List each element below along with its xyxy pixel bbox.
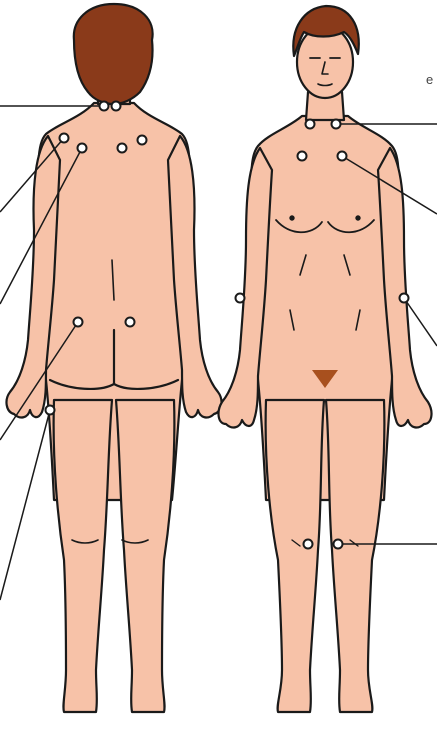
marker-back-gluteal-right (126, 318, 135, 327)
back-right-leg (116, 400, 174, 712)
front-nipple-right (356, 216, 359, 219)
marker-front-neck-left (306, 120, 315, 129)
marker-front-chest-right (338, 152, 347, 161)
leader-back-hip (0, 410, 50, 600)
marker-front-knee-left (304, 540, 313, 549)
back-left-leg (54, 400, 112, 712)
marker-back-shoulder-left-outer (60, 134, 69, 143)
cropped-label-text: e (426, 72, 433, 87)
marker-back-gluteal-left (74, 318, 83, 327)
marker-back-shoulder-right-inner (118, 144, 127, 153)
marker-front-elbow-right (400, 294, 409, 303)
front-view-figure (219, 6, 432, 712)
marker-front-neck-right (332, 120, 341, 129)
marker-front-elbow-left (236, 294, 245, 303)
front-nipple-left (290, 216, 293, 219)
front-right-leg (326, 400, 384, 712)
marker-back-shoulder-right-outer (138, 136, 147, 145)
front-left-leg (266, 400, 324, 712)
marker-front-chest-left (298, 152, 307, 161)
back-hair (74, 4, 153, 104)
marker-back-neck-left (100, 102, 109, 111)
marker-back-shoulder-left-inner (78, 144, 87, 153)
marker-back-neck-right (112, 102, 121, 111)
marker-front-knee-right (334, 540, 343, 549)
marker-back-hip-left (46, 406, 55, 415)
